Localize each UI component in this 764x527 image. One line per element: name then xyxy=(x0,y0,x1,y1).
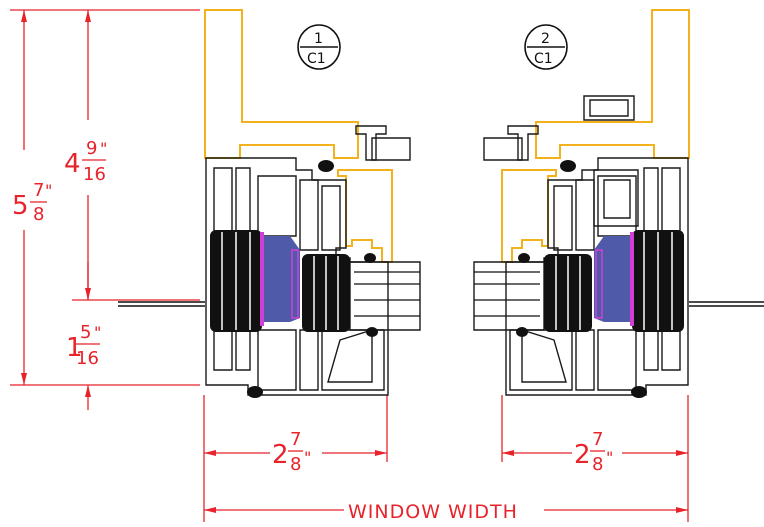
dim-overall-height: 5 7 8 " xyxy=(12,180,52,225)
dim-left-unit: " xyxy=(304,448,311,467)
callout-2[interactable]: 2 C1 xyxy=(524,24,568,70)
dim-right-whole: 2 xyxy=(574,440,591,470)
dim-overall-whole: 5 xyxy=(12,191,29,221)
dim-lower-unit: " xyxy=(94,323,101,342)
window-width-label: WINDOW WIDTH xyxy=(348,501,518,523)
dim-left-den: 8 xyxy=(290,454,301,475)
callout-1-sheet: C1 xyxy=(307,51,326,67)
dim-upper-den: 16 xyxy=(83,164,106,185)
dim-left-depth: 2 7 8 " xyxy=(272,429,311,475)
callout-2-number: 2 xyxy=(541,31,550,47)
dim-upper-unit: " xyxy=(100,139,107,158)
right-section-detail xyxy=(473,9,764,398)
dim-upper-whole: 4 xyxy=(64,149,81,179)
horizontal-dimensions xyxy=(203,395,689,522)
dim-right-den: 8 xyxy=(592,454,603,475)
left-section-detail xyxy=(118,9,421,398)
callout-1-number: 1 xyxy=(314,31,323,47)
dim-overall-num: 7 xyxy=(33,180,44,201)
callout-2-sheet: C1 xyxy=(534,51,553,67)
dim-lower-num: 5 xyxy=(80,322,91,343)
dim-right-num: 7 xyxy=(592,429,603,450)
dim-lower-height: 1 5 16 " xyxy=(66,322,101,369)
callout-1[interactable]: 1 C1 xyxy=(297,24,341,70)
dim-lower-whole: 1 xyxy=(66,333,83,363)
dim-upper-num: 9 xyxy=(86,138,97,159)
vertical-dimensions xyxy=(10,9,200,410)
dim-overall-unit: " xyxy=(45,181,52,200)
dim-right-unit: " xyxy=(606,448,613,467)
dim-overall-den: 8 xyxy=(33,204,44,225)
dim-upper-height: 4 9 16 " xyxy=(64,138,107,185)
dim-left-whole: 2 xyxy=(272,440,289,470)
dim-left-num: 7 xyxy=(290,429,301,450)
right-hardware xyxy=(583,95,639,227)
dim-lower-den: 16 xyxy=(76,348,99,369)
dim-right-depth: 2 7 8 " xyxy=(574,429,613,475)
